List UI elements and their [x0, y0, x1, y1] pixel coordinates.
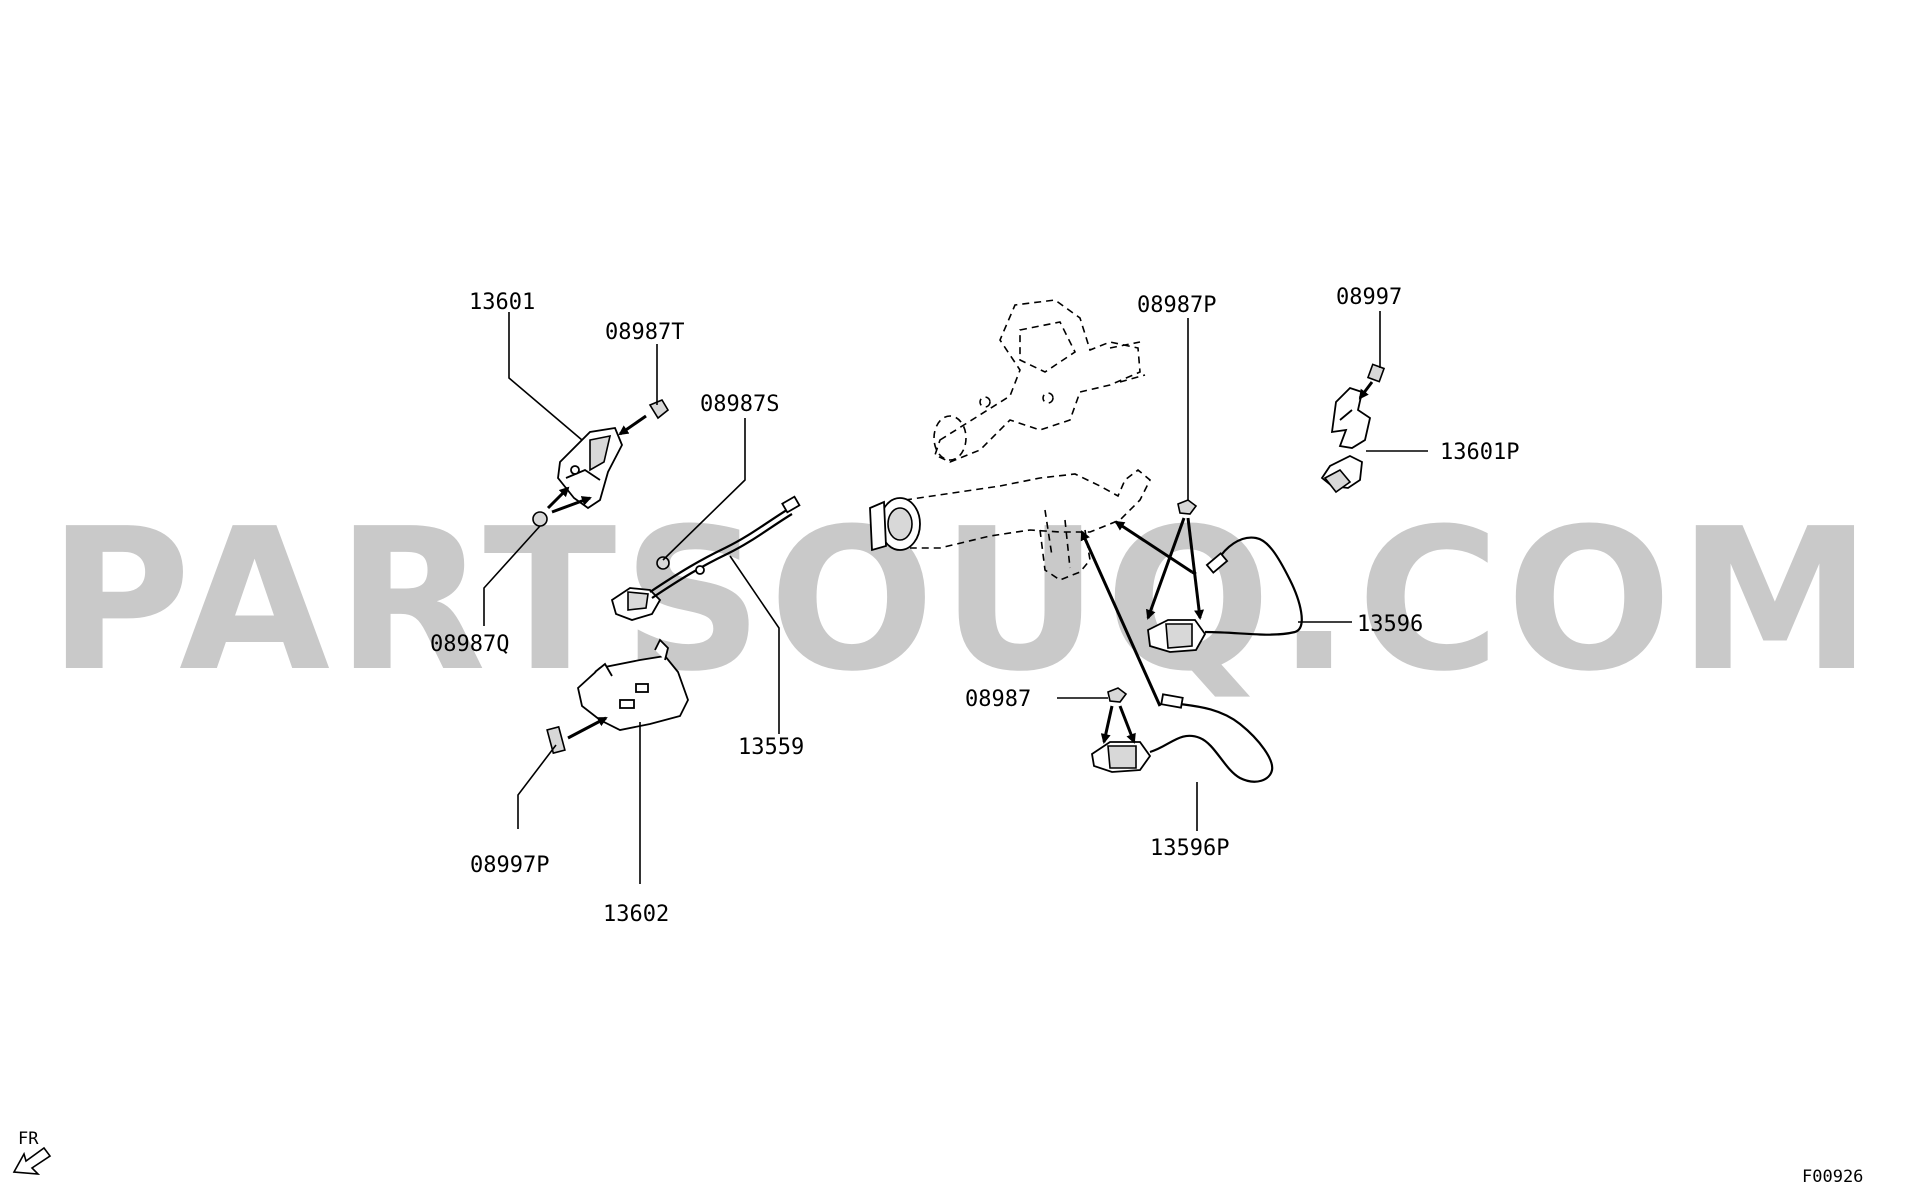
- part-13601P-bracket: [1320, 386, 1372, 494]
- front-direction-arrow-icon: [12, 1146, 52, 1175]
- part-13596-oxygen-sensor: [1147, 536, 1303, 653]
- label-08987: 08987: [965, 687, 1031, 712]
- orientation-label: FR: [18, 1129, 39, 1149]
- label-13601: 13601: [469, 290, 535, 315]
- label-08997: 08997: [1336, 285, 1402, 310]
- label-08987P: 08987P: [1137, 293, 1216, 318]
- figure-code: F00926: [1802, 1167, 1863, 1187]
- watermark-text: PARTSOUQ.COM: [48, 487, 1878, 715]
- label-08987S: 08987S: [700, 392, 779, 417]
- label-08987T: 08987T: [605, 320, 684, 345]
- part-13596P-oxygen-sensor: [1091, 693, 1274, 783]
- label-13596P: 13596P: [1150, 836, 1229, 861]
- label-13602: 13602: [603, 902, 669, 927]
- part-08997-bolt: [1358, 363, 1386, 400]
- exhaust-front-pipe: [869, 468, 1151, 581]
- part-13559-sensor: [610, 495, 801, 621]
- label-08987Q: 08987Q: [430, 632, 509, 657]
- part-13601-bracket: [557, 426, 623, 510]
- part-08997P-bolt: [546, 716, 608, 755]
- part-08987S-nut: [656, 556, 670, 570]
- label-13601P: 13601P: [1440, 440, 1519, 465]
- part-13602-plate: [577, 638, 689, 731]
- label-08997P: 08997P: [470, 853, 549, 878]
- part-08987T-bolt: [618, 398, 670, 436]
- leader-lines: [483, 311, 1428, 884]
- label-13596: 13596: [1357, 612, 1423, 637]
- part-08987-nut: [1080, 530, 1162, 744]
- part-08987P-nut: [1114, 499, 1205, 620]
- label-13559: 13559: [738, 735, 804, 760]
- dashed-transmission-outline: [933, 299, 1146, 463]
